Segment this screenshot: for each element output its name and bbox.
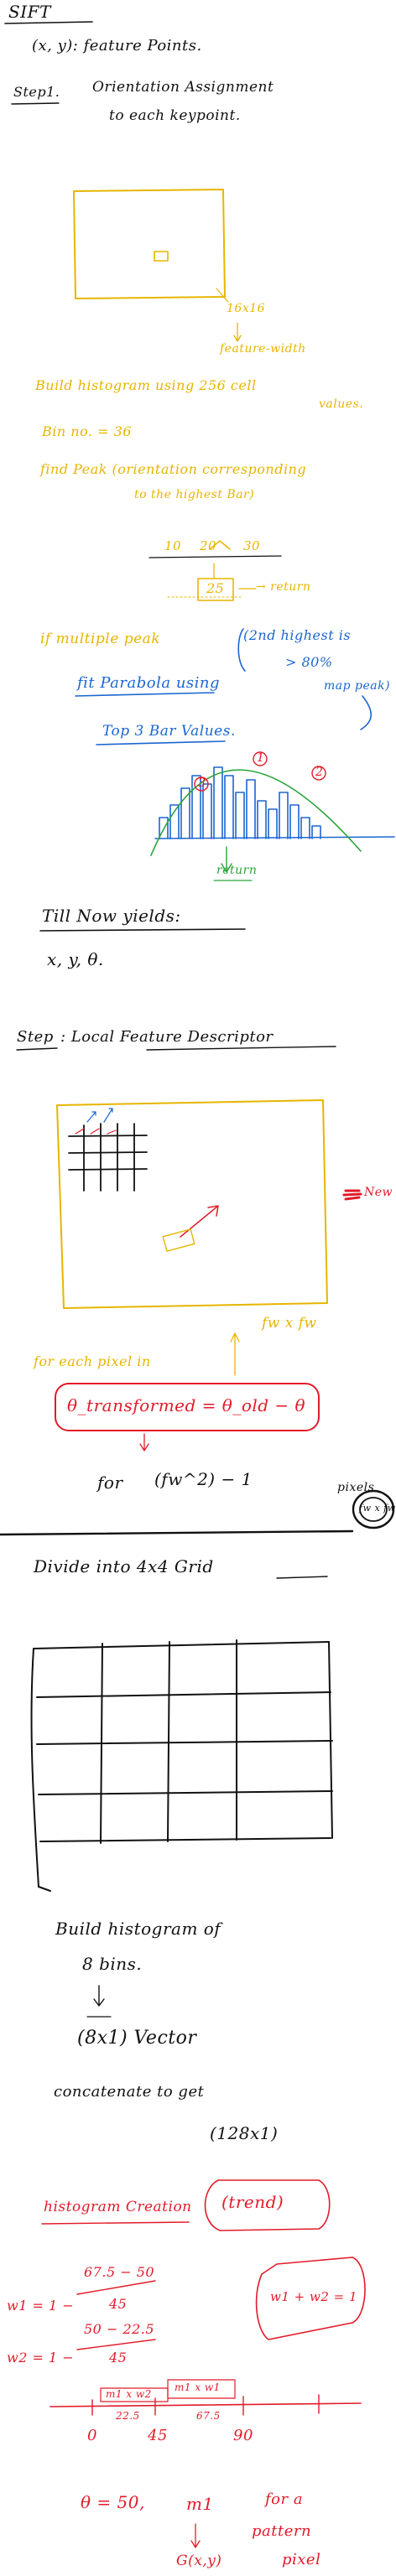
step1-title-1: Orientation Assignment bbox=[92, 79, 274, 96]
for-a-label: for a bbox=[265, 2490, 304, 2508]
find-peak-line: find Peak (orientation corresponding bbox=[40, 461, 307, 477]
orientation-formula: θ_transformed = θ_old − θ bbox=[67, 1395, 306, 1415]
axis-45: 45 bbox=[148, 2427, 168, 2444]
axis-67-5: 67.5 bbox=[196, 2410, 221, 2422]
corner-grid bbox=[68, 1123, 148, 1192]
map-peak-note: map peak) bbox=[324, 679, 391, 693]
tick-axis bbox=[148, 555, 282, 558]
return-note: → return bbox=[256, 580, 311, 594]
peak-2-marker bbox=[311, 766, 326, 781]
patch-window bbox=[56, 1099, 328, 1309]
bin-number: Bin no. = 36 bbox=[42, 423, 132, 439]
build-histogram-end: values. bbox=[319, 397, 364, 411]
weight-sum: w1 + w2 = 1 bbox=[270, 2289, 358, 2304]
m1-label: m1 bbox=[186, 2494, 214, 2514]
w1-numerator: 67.5 − 50 bbox=[84, 2264, 155, 2280]
bin-axis bbox=[50, 2402, 362, 2407]
second-highest-note: (2nd highest is bbox=[243, 627, 352, 643]
vector-label: (8x1) Vector bbox=[77, 2028, 197, 2049]
method-label: (trend) bbox=[221, 2192, 284, 2212]
axis-22-5: 22.5 bbox=[116, 2410, 140, 2422]
find-peak-line-2: to the highest Bar) bbox=[134, 488, 255, 501]
peak-1-marker bbox=[253, 751, 268, 766]
top3-line: Top 3 Bar Values. bbox=[102, 723, 236, 740]
peak-label-2: 2 bbox=[315, 766, 324, 779]
divide-grid-label: Divide into 4x4 Grid bbox=[34, 1556, 214, 1576]
fit-parabola-line: fit Parabola using bbox=[77, 674, 221, 692]
keypoint-center bbox=[154, 251, 169, 262]
axis-0: 0 bbox=[87, 2427, 97, 2444]
formula-box bbox=[55, 1383, 320, 1431]
multiple-peak-line: if multiple peak bbox=[40, 631, 161, 647]
step1-label: Step1. bbox=[13, 84, 60, 100]
w1-label: w1 = 1 − bbox=[7, 2298, 75, 2314]
cell-m1-w2: m1 x w2 bbox=[106, 2388, 152, 2400]
circled-note: fw x fw bbox=[359, 1503, 396, 1514]
tick-20: 20 bbox=[200, 538, 217, 553]
new-note: New bbox=[364, 1186, 393, 1199]
peak-label-1: 1 bbox=[257, 751, 265, 765]
for-each-pixel: for each pixel in bbox=[34, 1353, 151, 1369]
window-size-label: 16x16 bbox=[227, 302, 266, 315]
w2-label: w2 = 1 − bbox=[7, 2350, 75, 2366]
patch-size-label: fw x fw bbox=[262, 1315, 317, 1332]
step1-title-2: to each keypoint. bbox=[109, 107, 241, 124]
peak-value: 25 bbox=[206, 580, 225, 596]
title-underline bbox=[4, 21, 93, 24]
return-label: return bbox=[216, 864, 258, 877]
pixel-count-expr: (fw^2) − 1 bbox=[154, 1469, 253, 1489]
peak-3-marker bbox=[194, 776, 209, 792]
fitted-parabola bbox=[150, 769, 362, 856]
histogram-bars bbox=[159, 766, 321, 839]
concatenate-line: concatenate to get bbox=[54, 2083, 205, 2101]
build-histogram-line: Build histogram using 256 cell bbox=[35, 377, 257, 393]
theta-example: θ = 50, bbox=[81, 2492, 145, 2512]
feature-points-line: (x, y): feature Points. bbox=[32, 37, 202, 55]
eight-bins: 8 bins. bbox=[82, 1954, 143, 1974]
step2-title: : Local Feature Descriptor bbox=[60, 1028, 274, 1046]
step1-underline bbox=[11, 102, 60, 105]
peak-box bbox=[197, 578, 234, 601]
w2-denominator: 45 bbox=[109, 2350, 128, 2366]
gradient-label: G(x,y) bbox=[176, 2553, 222, 2569]
till-now-values: x, y, θ. bbox=[47, 949, 104, 969]
step2-label: Step bbox=[17, 1028, 54, 1046]
till-now-label: Till Now yields: bbox=[42, 906, 181, 926]
build-histogram-of: Build histogram of bbox=[55, 1919, 221, 1939]
peak-label-3: 3 bbox=[198, 776, 206, 790]
axis-90: 90 bbox=[233, 2427, 253, 2444]
pattern-label: pattern bbox=[252, 2522, 312, 2540]
result-vector: (128x1) bbox=[210, 2123, 279, 2143]
pixels-label: pixels bbox=[337, 1481, 375, 1494]
section-divider bbox=[0, 1530, 354, 1536]
cell-m1-w1: m1 x w1 bbox=[175, 2381, 221, 2393]
threshold-note: > 80% bbox=[285, 654, 333, 670]
tick-30: 30 bbox=[243, 538, 261, 553]
pixel-label: pixel bbox=[282, 2551, 321, 2568]
histogram-creation-title: histogram Creation bbox=[44, 2199, 192, 2215]
page-title: SIFT bbox=[8, 2, 51, 22]
for-label: for bbox=[97, 1472, 123, 1493]
descriptor-grid bbox=[30, 1639, 333, 1892]
w1-denominator: 45 bbox=[109, 2296, 128, 2312]
window-size-sub: feature-width bbox=[220, 342, 306, 356]
keypoint-window bbox=[73, 189, 226, 299]
tick-10: 10 bbox=[164, 538, 182, 553]
w2-numerator: 50 − 22.5 bbox=[84, 2321, 155, 2337]
